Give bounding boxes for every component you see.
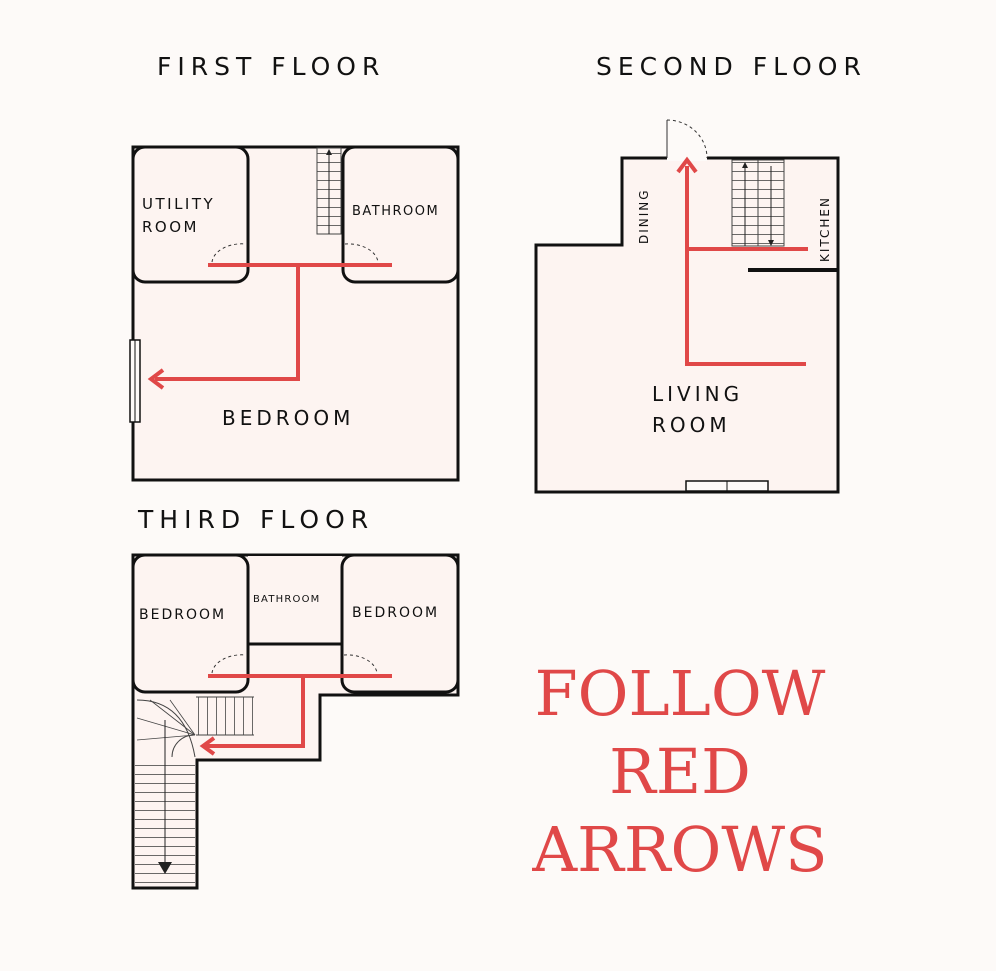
third-right-bedroom-label: BEDROOM xyxy=(352,605,439,621)
callout-line1: FOLLOW xyxy=(534,657,826,730)
third-floor-arrowhead xyxy=(199,736,216,756)
third-floor-title: THIRD FLOOR xyxy=(138,505,375,534)
utility-room-label-line1: UTILITY xyxy=(142,195,215,213)
first-floor-arrowhead xyxy=(147,368,165,390)
callout-line2: RED xyxy=(609,735,751,808)
third-floor-bathroom xyxy=(248,556,342,644)
third-left-bedroom-label: BEDROOM xyxy=(139,607,226,623)
second-floor-plan: DINING KITCHEN LIVING ROOM xyxy=(534,119,840,494)
callout-line3: ARROWS xyxy=(532,813,828,886)
first-bathroom-label: BATHROOM xyxy=(352,204,439,219)
first-bedroom-label: BEDROOM xyxy=(222,406,354,430)
left-bedroom-door xyxy=(211,654,247,674)
third-floor-right-bedroom xyxy=(340,553,460,694)
second-floor-title: SECOND FLOOR xyxy=(596,52,867,81)
follow-red-arrows-callout: FOLLOW RED ARROWS xyxy=(520,655,840,889)
first-floor-bathroom xyxy=(341,145,460,284)
third-floor-left-bedroom xyxy=(131,553,250,694)
third-floor-plan: BEDROOM BATHROOM BEDROOM xyxy=(131,553,460,890)
living-room-label-line2: ROOM xyxy=(652,413,731,437)
kitchen-label: KITCHEN xyxy=(818,196,832,262)
second-floor-arrow-path xyxy=(685,166,806,366)
third-bathroom-label: BATHROOM xyxy=(253,594,320,605)
living-room-label-line1: LIVING xyxy=(652,382,743,406)
second-floor-arrowhead xyxy=(676,156,698,174)
first-floor-title: FIRST FLOOR xyxy=(157,52,386,81)
utility-room xyxy=(131,145,250,284)
first-floor-plan: UTILITY ROOM BATHROOM BEDROOM xyxy=(129,145,460,482)
utility-room-label-line2: ROOM xyxy=(142,218,199,236)
right-bedroom-door xyxy=(343,654,378,674)
first-bathroom-door xyxy=(344,243,379,263)
utility-room-door xyxy=(211,243,247,263)
dining-label: DINING xyxy=(637,188,651,244)
